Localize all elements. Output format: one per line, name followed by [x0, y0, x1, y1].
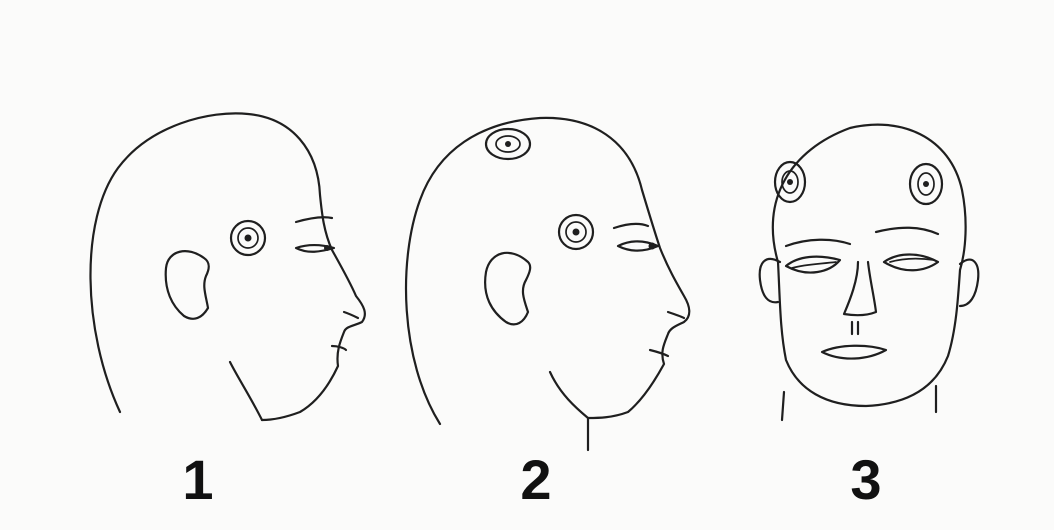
ear-1 [166, 251, 209, 319]
figure-label-2: 2 [496, 452, 576, 508]
head-figure-2 [406, 118, 689, 450]
pupil-2 [649, 243, 656, 250]
ear-2 [485, 253, 530, 325]
nostril-1 [344, 312, 358, 318]
target-marker-3a [775, 162, 805, 202]
pupil-1 [324, 245, 330, 251]
eyelid-left-3 [792, 262, 836, 268]
head-figure-3 [760, 125, 979, 420]
target-marker-3b [910, 164, 942, 204]
eyelid-right-3 [890, 259, 934, 262]
jaw-line-1 [230, 362, 262, 420]
eye-right-3 [884, 255, 938, 271]
mouth-3 [822, 346, 886, 359]
figure-label-1: 1 [158, 452, 238, 508]
ear-left-3 [760, 259, 780, 302]
nostril-2 [668, 312, 684, 318]
head-outline-2 [406, 118, 689, 424]
brow-2 [614, 224, 648, 228]
brow-left-3 [786, 240, 850, 246]
target-marker-2b [559, 215, 593, 249]
nose-3 [844, 262, 876, 315]
neck-line-2 [550, 372, 588, 450]
target-marker-2a [486, 129, 530, 159]
brow-right-3 [876, 228, 938, 234]
head-outline-1 [90, 113, 364, 420]
neck-left-3 [782, 392, 784, 420]
mouth-2 [650, 350, 668, 356]
target-marker-1a [231, 221, 265, 255]
figure-label-3: 3 [826, 452, 906, 508]
brow-1 [296, 217, 332, 222]
ear-right-3 [960, 260, 978, 306]
head-figure-1 [90, 113, 364, 420]
